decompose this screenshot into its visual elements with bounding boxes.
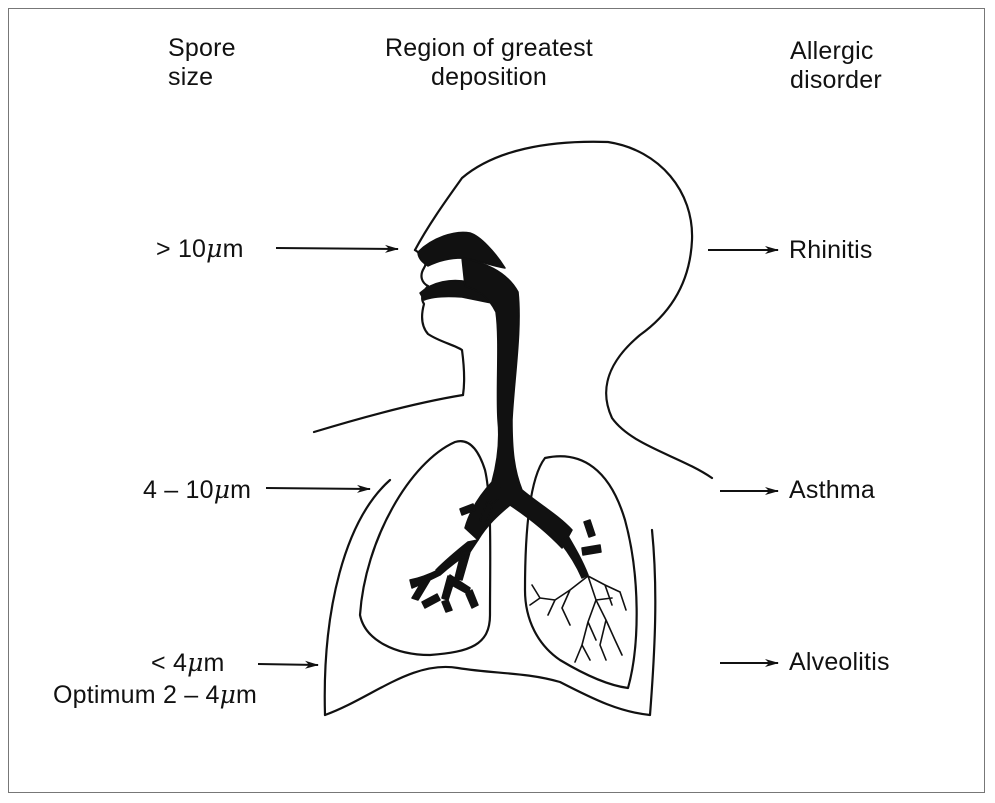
arrow-small-spores [258,664,318,665]
face-outline [415,250,464,395]
nasal-cavity [418,232,505,268]
right-bronchioles [530,576,626,662]
arrow-medium-spores [266,488,370,489]
chest-wall-left [325,480,390,715]
head-outline [415,142,712,478]
shoulder-outline [314,395,463,432]
trachea [462,258,572,548]
arrow-large-spores [276,248,398,249]
